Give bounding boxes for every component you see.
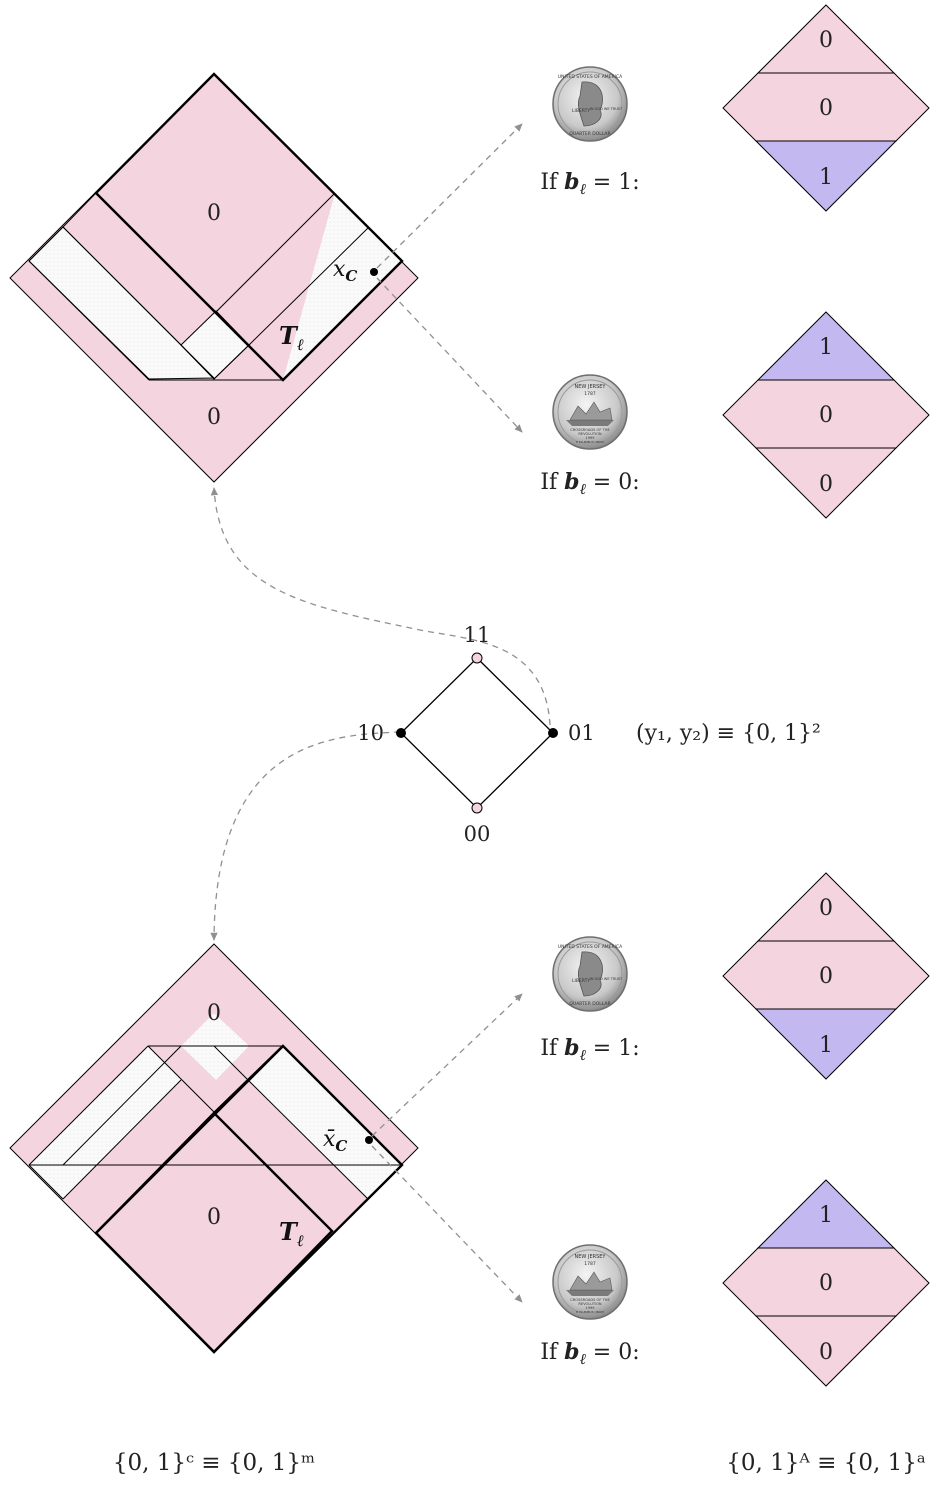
- coin-text: CROSSROADS OF THE: [570, 1298, 610, 1302]
- output-stripe-label: 0: [819, 96, 833, 121]
- bottom-tile-label: Tℓ: [279, 1217, 304, 1250]
- top-point-label: xC: [333, 257, 357, 285]
- cube-label-10: 10: [357, 721, 384, 745]
- output-stripe-label: 0: [819, 1271, 833, 1296]
- coin-condition-label: If bℓ = 1:: [540, 169, 639, 198]
- bottom-configuration-panel: 0 0 x̄C Tℓ: [9, 943, 419, 1354]
- quarter-washington-coin-icon: LIBERTY UNITED STATES OF AMERICA QUARTER D…: [552, 936, 628, 1012]
- output-diamond: 1 0 0: [722, 311, 930, 519]
- coin-text: IN GOD WE TRUST: [590, 107, 623, 111]
- coin-text: NEW JERSEY: [575, 1254, 607, 1260]
- cube-label-00: 00: [464, 822, 491, 846]
- coin-text: LIBERTY: [572, 978, 590, 984]
- coin-text: E PLURIBUS UNUM: [576, 440, 604, 444]
- top-point-marker: [370, 268, 378, 276]
- top-tile-label: Tℓ: [279, 321, 304, 354]
- top-right-strip: [283, 193, 402, 380]
- output-diamond: 0 0 1: [722, 4, 930, 212]
- output-stripe-label: 0: [819, 28, 833, 53]
- cube-vertex-10: [396, 728, 406, 738]
- cube-vertex-01: [548, 728, 558, 738]
- coin-text: UNITED STATES OF AMERICA: [558, 944, 623, 950]
- coin-text: 1787: [584, 391, 596, 397]
- output-stripe-marked: [754, 140, 898, 212]
- coin-text: IN GOD WE TRUST: [590, 977, 623, 981]
- cube-label-01: 01: [568, 721, 595, 745]
- output-stripe: [754, 447, 898, 519]
- top-configuration-panel: 0 0 xC Tℓ: [9, 72, 419, 483]
- output-stripe-label: 1: [819, 335, 833, 360]
- cube-vertex-00: [471, 802, 483, 814]
- bottom-point-marker: [365, 1136, 373, 1144]
- caption-left: {0, 1}ᶜ ≡ {0, 1}ᵐ: [113, 1450, 315, 1476]
- output-diamond: 0 0 1: [722, 872, 930, 1080]
- output-stripe-label: 1: [819, 1203, 833, 1228]
- output-diamond: 1 0 0: [722, 1179, 930, 1387]
- coin-text: QUARTER DOLLAR: [569, 131, 610, 137]
- output-stripe-label: 0: [819, 896, 833, 921]
- boolean-cube: 11 00 10 01 (y₁, y₂) ≡ {0, 1}²: [357, 623, 821, 846]
- coin-condition-label: If bℓ = 1:: [540, 1035, 639, 1064]
- coin-text: LIBERTY: [572, 108, 590, 114]
- coin-text: REVOLUTION: [578, 432, 602, 436]
- top-region-label-lower: 0: [207, 405, 221, 430]
- output-stripe-label: 0: [819, 472, 833, 497]
- output-stripe-label: 1: [819, 165, 833, 190]
- cube-caption: (y₁, y₂) ≡ {0, 1}²: [636, 721, 821, 746]
- output-stripe-label: 0: [819, 403, 833, 428]
- cube-diamond: [400, 657, 554, 809]
- top-tile-outline: [94, 72, 404, 382]
- coin-text: UNITED STATES OF AMERICA: [558, 74, 623, 80]
- coin-text: REVOLUTION: [578, 1302, 602, 1306]
- bottom-region-label-upper: 0: [207, 1001, 221, 1026]
- coin-text: 1999: [585, 1306, 595, 1310]
- coin-text: 1999: [585, 436, 595, 440]
- bottom-region-label-lower: 0: [207, 1205, 221, 1230]
- coin-condition-label: If bℓ = 0:: [540, 469, 639, 498]
- cube-label-11: 11: [464, 623, 491, 647]
- bottom-right-strip: [249, 1046, 402, 1199]
- output-diamonds-layer: 0 0 1 1 0 0 0 0 1 1 0 0: [722, 4, 930, 1387]
- caption-right: {0, 1}ᴬ ≡ {0, 1}ᵃ: [726, 1450, 926, 1476]
- output-stripe-label: 1: [819, 1033, 833, 1058]
- coin-text: NEW JERSEY: [575, 384, 607, 390]
- coin-text: 1787: [584, 1261, 596, 1267]
- coin-text: CROSSROADS OF THE: [570, 428, 610, 432]
- quarter-washington-coin-icon: LIBERTY UNITED STATES OF AMERICA QUARTER D…: [552, 66, 628, 142]
- coin-text: E PLURIBUS UNUM: [576, 1310, 604, 1314]
- bottom-point-label: x̄C: [323, 1127, 347, 1155]
- output-stripe: [754, 1315, 898, 1387]
- coins-layer: LIBERTY UNITED STATES OF AMERICA QUARTER D…: [540, 66, 640, 1368]
- arrow-bottom-to-coin3: [371, 993, 523, 1137]
- cube-vertex-11: [471, 652, 483, 664]
- arrow-cube-to-top: [210, 487, 551, 726]
- arrow-bottom-to-coin4: [371, 1145, 523, 1303]
- top-region-label-upper: 0: [207, 201, 221, 226]
- output-stripe-label: 0: [819, 1340, 833, 1365]
- coin-condition-label: If bℓ = 0:: [540, 1339, 639, 1368]
- arrow-top-to-coin1: [376, 123, 523, 269]
- output-stripe-label: 0: [819, 964, 833, 989]
- dashed-arrows: [210, 123, 551, 1303]
- arrow-top-to-coin2: [376, 277, 523, 433]
- coin-text: QUARTER DOLLAR: [569, 1001, 610, 1007]
- output-stripe-marked: [754, 1008, 898, 1080]
- arrow-cube-to-bottom: [210, 731, 401, 941]
